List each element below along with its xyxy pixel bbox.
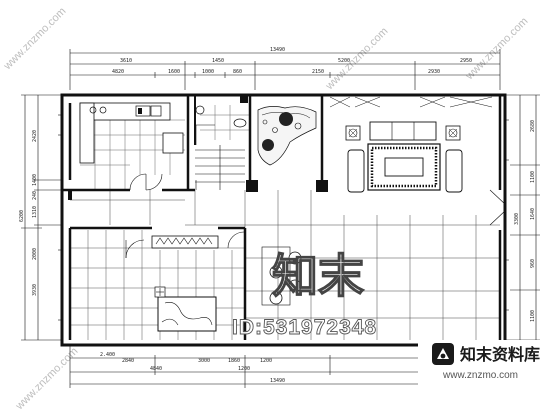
dim-bottom-total: 13490: [270, 378, 285, 384]
courtyard-garden: [257, 106, 317, 166]
kitchen-room: [79, 102, 185, 191]
dim-top-inner-5: 2150: [312, 69, 324, 75]
dim-left-total: 6200: [19, 210, 25, 222]
brand-badge: 知末资料库 www.znzmo.com: [418, 340, 560, 420]
side-table-icon: [345, 125, 361, 141]
dim-top-sub-2: 1450: [212, 58, 224, 64]
plant-icon: [279, 112, 293, 126]
sink-icon: [135, 105, 162, 117]
dim-left-2: 1400: [32, 174, 38, 186]
plant-icon-2: [262, 139, 274, 151]
dining-chair-icon: [288, 251, 302, 265]
brand-url: www.znzmo.com: [442, 370, 518, 381]
dining-chair-icon: [269, 291, 283, 305]
dining-set: [261, 246, 302, 306]
dim-right-1: 2680: [530, 120, 536, 132]
kitchen-side-counter: [79, 102, 95, 164]
fridge-icon: [162, 132, 184, 154]
watermark-url-top-left: www.znzmo.com: [1, 5, 69, 73]
dim-bottom-sub-1: 4840: [150, 366, 162, 372]
dim-left-6: 2000: [32, 248, 38, 260]
brand-logo-icon: [432, 343, 454, 365]
staircase: [195, 145, 245, 190]
watermark-overlay: 知末 ID:531972348: [232, 248, 377, 339]
stove-icon: [89, 106, 107, 114]
bathroom-room: [195, 105, 250, 145]
brand-name: 知末资料库: [460, 345, 540, 364]
window-lines: [58, 114, 509, 321]
dim-top-sub-3: 5200: [338, 58, 350, 64]
bottom-dimension-labels: 2.400 2840 3000 1860 1200 4840 1200 1349…: [100, 352, 285, 384]
kitchen-door-swing: [129, 173, 163, 191]
living-room: [329, 96, 507, 226]
watermark-url-bottom-left: www.znzmo.com: [13, 345, 81, 413]
dim-right-6: 1100: [530, 310, 536, 322]
basin-icon: [195, 105, 205, 115]
walls: [60, 93, 507, 347]
armchair-left: [347, 149, 365, 193]
columns: [68, 95, 328, 200]
dim-top-sub-4: 2950: [460, 58, 472, 64]
dim-right-2: 1100: [530, 171, 536, 183]
dim-bottom-inner-2: 2840: [122, 358, 134, 364]
watermark-url-mid: www.znzmo.com: [323, 25, 391, 93]
sofa-back: [369, 121, 437, 141]
dim-bottom-inner-3: 3000: [198, 358, 210, 364]
dim-left-3: 240: [32, 191, 38, 200]
dim-top-inner-4: 860: [233, 69, 242, 75]
right-dimension-labels: 2680 1100 1640 960 3300 1100: [514, 120, 536, 322]
watermark-logo-text: 知末: [272, 249, 364, 303]
watermark-url-top-right: www.znzmo.com: [463, 15, 531, 83]
left-dimension-labels: 2420 1400 240 1310 6200 3930 2000: [19, 130, 38, 296]
dining-chair-icon: [288, 279, 302, 293]
dim-left-5: 3930: [32, 284, 38, 296]
dim-bottom-sub-2: 1200: [238, 366, 250, 372]
coffee-table: [384, 157, 424, 177]
dim-bottom-inner-1: 2.400: [100, 352, 115, 358]
wardrobe-hangers: [155, 237, 213, 245]
bedroom-door-swing: [125, 239, 145, 259]
window-cross-marks: [329, 96, 493, 108]
dining-chair-icon: [269, 265, 283, 279]
watermark-id: ID:531972348: [232, 316, 377, 339]
dim-top-sub-1: 3610: [120, 58, 132, 64]
side-table-icon-right: [445, 125, 461, 141]
dim-right-4: 960: [530, 259, 536, 268]
dim-right-5: 3300: [514, 213, 520, 225]
bed: [157, 296, 217, 332]
dim-bottom-inner-5: 1200: [260, 358, 272, 364]
living-window-doors: [489, 189, 507, 226]
armchair-right: [445, 149, 463, 193]
dim-top-inner-3: 1000: [202, 69, 214, 75]
bedroom-room: [70, 230, 245, 340]
bath-door: [195, 124, 215, 145]
dim-top-inner-1: 4820: [112, 69, 124, 75]
toilet-icon: [233, 118, 247, 128]
dim-left-1: 2420: [32, 130, 38, 142]
dim-bottom-inner-4: 1860: [228, 358, 240, 364]
dim-top-inner-2: 1600: [168, 69, 180, 75]
dim-left-4: 1310: [32, 206, 38, 218]
dim-top-total: 13490: [270, 47, 285, 53]
dim-right-3: 1640: [530, 208, 536, 220]
floor-tile-grid: [70, 190, 500, 340]
dim-top-inner-6: 2930: [428, 69, 440, 75]
top-dimension-labels: 13490 3610 1450 5200 2950 4820 1600 1000…: [112, 47, 472, 75]
